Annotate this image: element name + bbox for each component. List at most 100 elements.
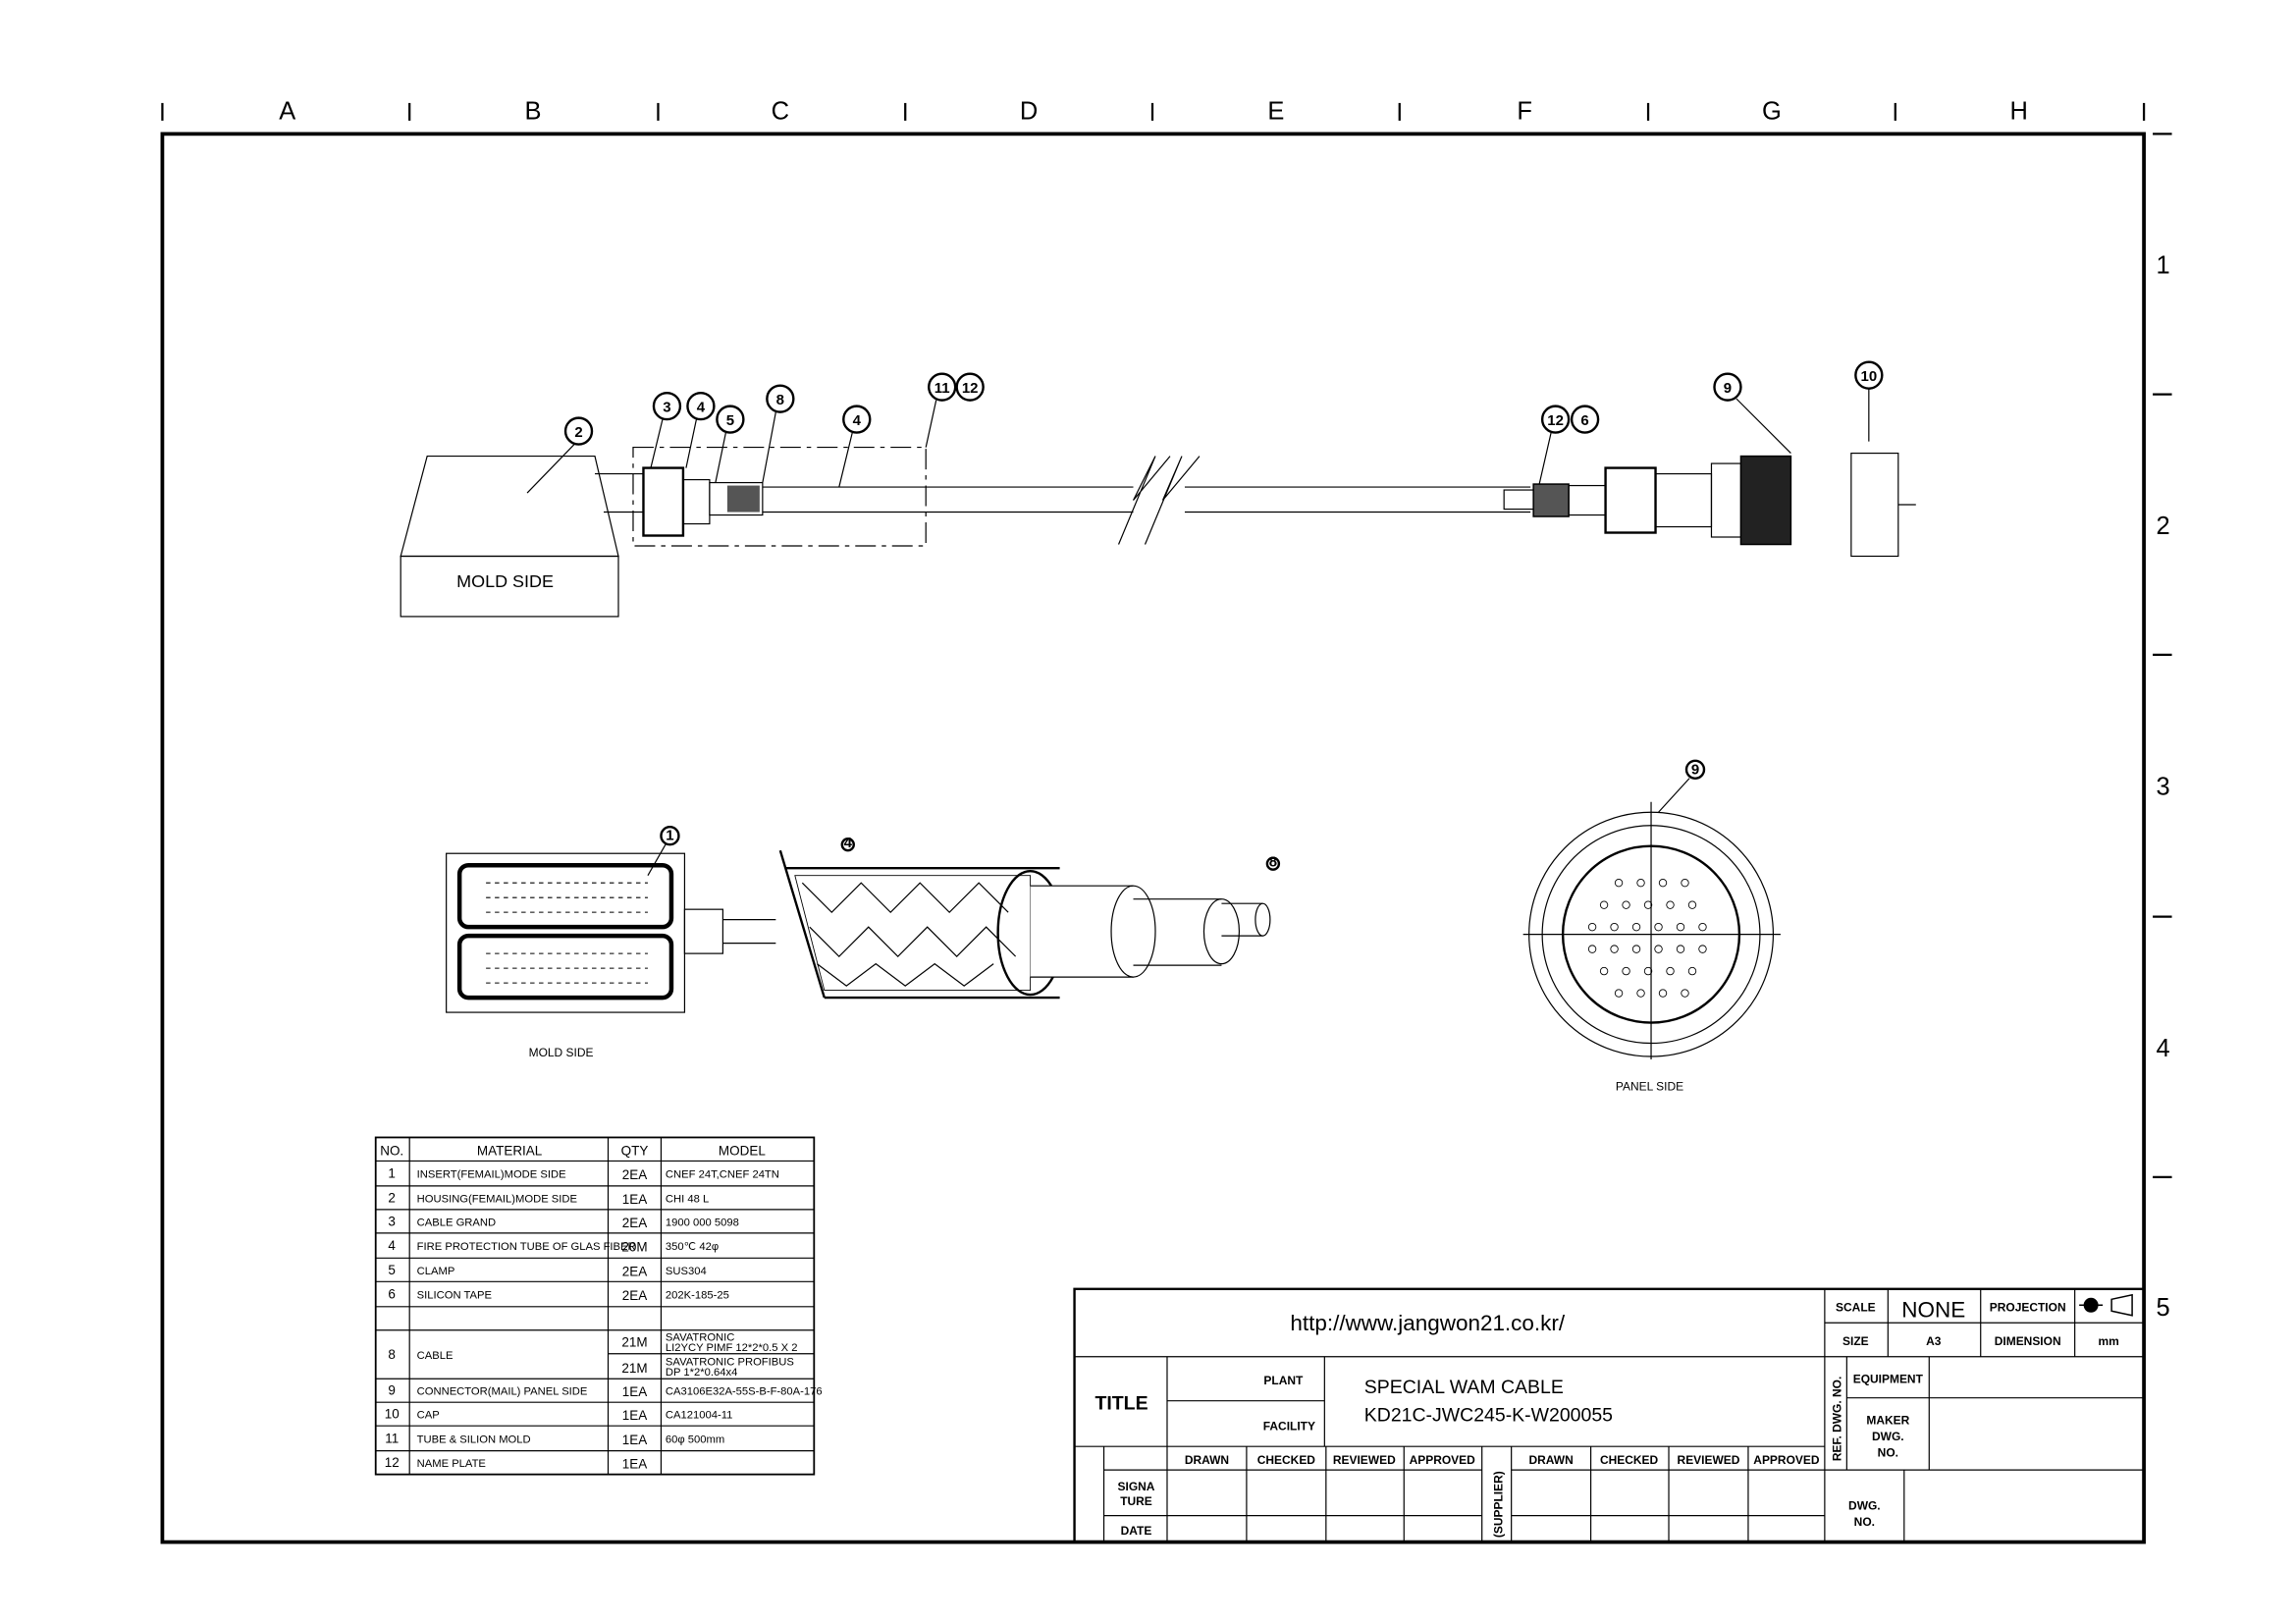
mold-side-box-label: MOLD SIDE <box>456 571 554 591</box>
balloon-number: 6 <box>1580 412 1588 429</box>
balloon-number: 4 <box>853 412 862 429</box>
bom-cell-qty: 21M <box>621 1334 647 1349</box>
drawing-frame: A B C D E F G H 1 2 3 4 5 <box>160 97 2172 1544</box>
bom-cell-model: 350℃ 42φ <box>666 1241 719 1253</box>
grid-row-label: 1 <box>2156 252 2169 280</box>
plant-label: PLANT <box>1263 1374 1304 1387</box>
supplier-col-approved: APPROVED <box>1753 1453 1820 1467</box>
bom-header-qty: QTY <box>621 1143 649 1158</box>
bom-cell-no: 9 <box>388 1383 396 1398</box>
bom-cell-model: CA121004-11 <box>666 1410 732 1422</box>
bom-header-no: NO. <box>380 1143 403 1158</box>
grid-column-label: D <box>1020 97 1038 125</box>
grid-column-label: B <box>525 97 542 125</box>
dwg-no-label: DWG.NO. <box>1848 1499 1881 1529</box>
balloon-number: 12 <box>962 380 979 397</box>
sign-col-drawn: DRAWN <box>1185 1453 1229 1467</box>
bom-cell-model: SAVATRONIC PROFIBUS <box>666 1357 794 1369</box>
bom-cell-qty: 20M <box>621 1240 647 1255</box>
bom-cell-material: TUBE & SILION MOLD <box>417 1434 531 1445</box>
cable-assembly-view: MOLD SIDE 2 3 4 5 8 4 11 12 12 6 <box>400 360 1916 618</box>
projection-label: PROJECTION <box>1990 1300 2066 1314</box>
balloon-number: 12 <box>1547 412 1564 429</box>
bom-cell-qty: 2EA <box>622 1167 647 1182</box>
bom-cell-no: 6 <box>388 1287 396 1302</box>
bom-cell-material: HOUSING(FEMAIL)MODE SIDE <box>417 1193 577 1205</box>
bom-cell-qty: 1EA <box>622 1384 647 1399</box>
bom-cell-material: CABLE GRAND <box>417 1217 496 1228</box>
bom-cell-no: 4 <box>388 1238 396 1253</box>
contact-pins <box>1587 878 1707 998</box>
bom-cell-model: 60φ 500mm <box>666 1434 724 1445</box>
balloon-number: 9 <box>1691 761 1699 778</box>
bom-cell-qty: 1EA <box>622 1457 647 1472</box>
bom-cell-no: 5 <box>388 1263 396 1277</box>
bom-cell-qty: 2EA <box>622 1216 647 1230</box>
bom-cell-model-line2: DP 1*2*0.64x4 <box>666 1367 737 1379</box>
bom-cell-qty: 1EA <box>622 1408 647 1423</box>
drawing-title-line2: KD21C-JWC245-K-W200055 <box>1364 1405 1613 1427</box>
grid-row-label: 5 <box>2156 1294 2169 1322</box>
balloon-number: 10 <box>1861 368 1878 385</box>
sign-col-reviewed: REVIEWED <box>1333 1453 1396 1467</box>
company-url: http://www.jangwon21.co.kr/ <box>1290 1311 1566 1335</box>
bom-cell-no: 11 <box>385 1431 399 1445</box>
balloon-number: 8 <box>1269 854 1277 871</box>
supplier-col-reviewed: REVIEWED <box>1678 1453 1740 1467</box>
bom-cell-model: SAVATRONIC <box>666 1331 734 1343</box>
size-label: SIZE <box>1842 1334 1869 1348</box>
mold-side-caption: MOLD SIDE <box>529 1046 594 1059</box>
bom-cell-model-line2: LI2YCY PIMF 12*2*0.5 X 2 <box>666 1342 798 1354</box>
bom-cell-qty: 2EA <box>622 1288 647 1303</box>
balloon-number: 4 <box>697 400 706 416</box>
bom-cell-material: CAP <box>417 1410 440 1422</box>
sign-col-approved: APPROVED <box>1410 1453 1476 1467</box>
balloon-number: 3 <box>663 400 670 416</box>
grid-row-label: 2 <box>2156 513 2169 540</box>
bom-header-model: MODEL <box>719 1143 766 1158</box>
balloon-number: 11 <box>934 380 950 397</box>
balloon-number: 5 <box>726 412 734 429</box>
facility-label: FACILITY <box>1263 1420 1315 1434</box>
grid-column-label: F <box>1517 97 1532 125</box>
bom-cell-qty: 1EA <box>622 1192 647 1207</box>
part-balloons: 2 3 4 5 8 4 11 12 12 6 9 10 <box>526 360 1884 494</box>
bom-cell-material: INSERT(FEMAIL)MODE SIDE <box>417 1169 566 1181</box>
date-label: DATE <box>1121 1524 1152 1538</box>
bom-cell-no: 8 <box>388 1347 396 1362</box>
bom-cell-material: NAME PLATE <box>417 1458 486 1470</box>
panel-side-connector-view: 9 PANEL SIDE <box>1522 759 1781 1093</box>
size-value: A3 <box>1926 1334 1942 1348</box>
bom-header-material: MATERIAL <box>477 1143 543 1158</box>
bom-cell-model: CNEF 24T,CNEF 24TN <box>666 1169 779 1181</box>
bom-cell-qty: 21M <box>621 1361 647 1376</box>
balloon-number: 8 <box>776 392 784 408</box>
supplier-label: (SUPPLIER) <box>1492 1471 1506 1538</box>
bom-cell-material: SILICON TAPE <box>417 1290 492 1302</box>
mold-side-connector-view: 1 MOLD SIDE <box>446 826 776 1059</box>
dimension-value: mm <box>2098 1334 2118 1348</box>
supplier-col-checked: CHECKED <box>1600 1453 1659 1467</box>
bom-cell-model: CHI 48 L <box>666 1193 709 1205</box>
drawing-title-line1: SPECIAL WAM CABLE <box>1364 1377 1564 1398</box>
balloon-number: 1 <box>666 828 673 844</box>
grid-row-label: 3 <box>2156 773 2169 800</box>
balloon-number: 2 <box>574 424 582 441</box>
bom-cell-model: 1900 000 5098 <box>666 1217 739 1228</box>
balloon-number: 4 <box>844 835 853 851</box>
grid-column-label: E <box>1267 97 1284 125</box>
